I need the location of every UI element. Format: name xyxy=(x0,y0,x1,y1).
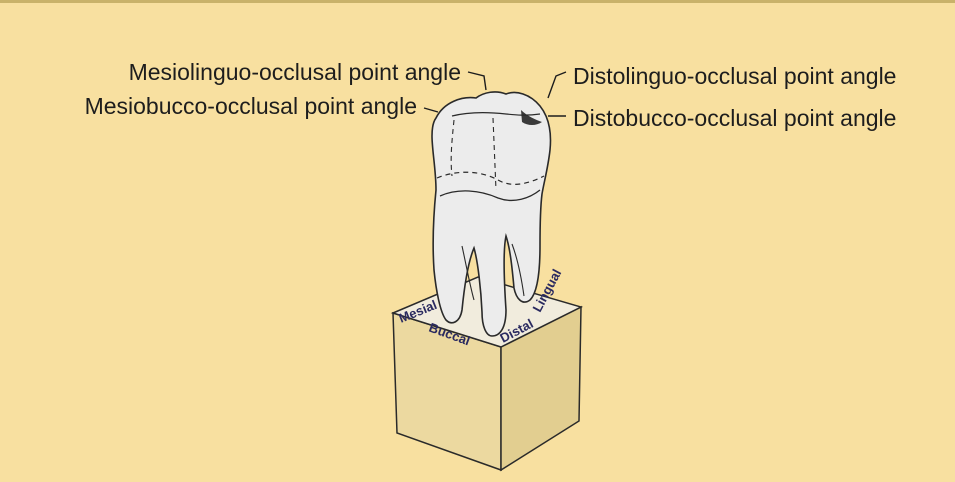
callout-mesiolinguo: Mesiolinguo-occlusal point angle xyxy=(129,59,461,85)
top-border xyxy=(0,0,955,3)
callout-distobucco: Distobucco-occlusal point angle xyxy=(573,105,896,131)
callout-mesiobucco: Mesiobucco-occlusal point angle xyxy=(85,93,417,119)
callout-distolinguo: Distolinguo-occlusal point angle xyxy=(573,63,896,89)
